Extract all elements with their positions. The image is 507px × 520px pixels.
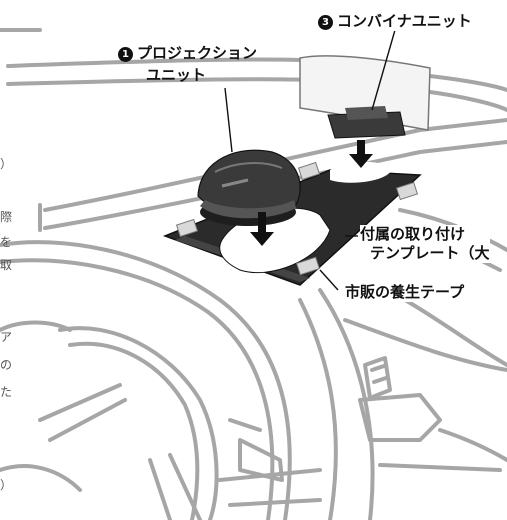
left-edge-glyph-4: ア <box>0 330 13 344</box>
left-edge-glyph-6: た <box>0 385 13 399</box>
projection-unit-line1: プロジェクション <box>137 44 258 62</box>
template-line1: 付属の取り付け <box>360 225 466 243</box>
label-projection-unit-line2: ユニット <box>146 66 206 85</box>
number-3-badge: 3 <box>318 15 333 30</box>
left-edge-glyph-3: 取 <box>0 258 13 272</box>
left-edge-glyph-2: を <box>0 235 13 249</box>
projection-unit-line2: ユニット <box>146 66 207 84</box>
car-interior-outline <box>0 28 507 520</box>
combiner-unit-text: コンバイナユニット <box>337 12 472 30</box>
label-combiner-unit: 3 コンバイナユニット <box>318 12 472 31</box>
projection-unit-device <box>197 149 301 226</box>
leader-lines <box>224 29 396 291</box>
template-line2: テンプレート（大 <box>370 244 490 262</box>
down-arrow-icon <box>250 140 373 246</box>
label-template: 付属の取り付け テンプレート（大 <box>360 225 490 263</box>
tape-text: 市販の養生テープ <box>345 283 465 301</box>
left-edge-glyph-5: の <box>0 358 13 372</box>
left-edge-glyph-0: ） <box>0 157 13 171</box>
label-tape: 市販の養生テープ <box>345 283 465 302</box>
number-1-badge: 1 <box>118 47 133 62</box>
label-projection-unit: 1 プロジェクション <box>118 44 257 63</box>
left-edge-glyph-1: 際 <box>0 210 13 224</box>
combiner-unit-device <box>299 55 431 139</box>
left-edge-glyph-7: ） <box>0 478 13 492</box>
